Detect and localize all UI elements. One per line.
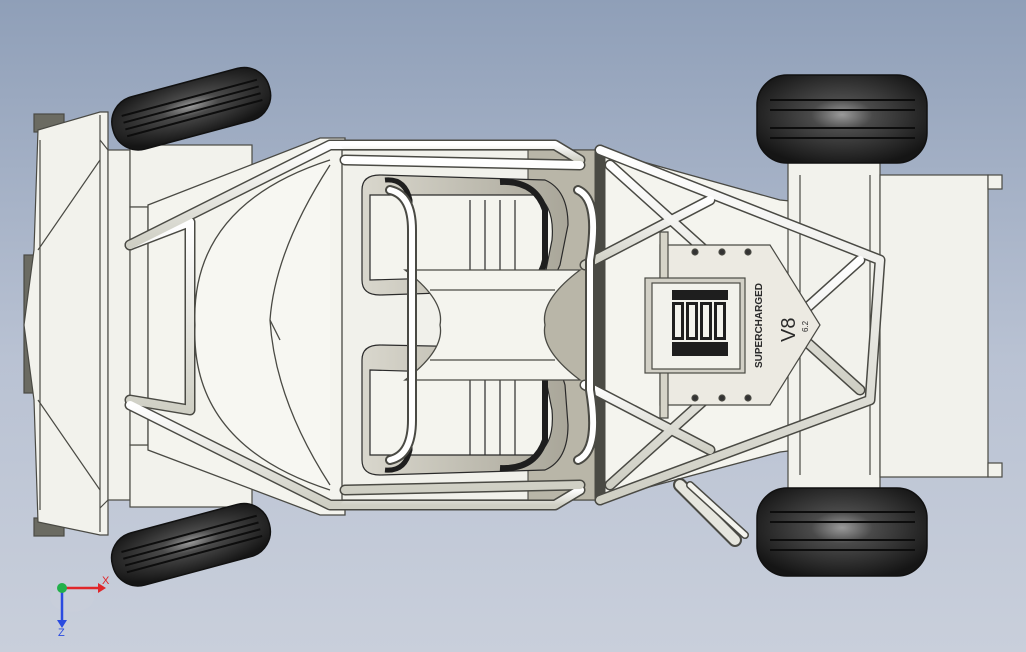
rear-frame	[787, 159, 1003, 491]
coordinate-triad	[50, 583, 106, 628]
supercharged-decal: SUPERCHARGED	[754, 283, 765, 368]
front-left-tire	[111, 66, 272, 151]
engine-block	[644, 231, 821, 419]
exhaust-pipe	[673, 478, 749, 547]
rear-left-tire	[756, 74, 928, 164]
front-nose	[23, 111, 131, 537]
v8-badge: V8	[778, 318, 800, 342]
center-console	[403, 269, 582, 381]
z-axis-label: Z	[58, 627, 65, 639]
displacement-badge: 6.2	[801, 320, 810, 332]
rear-right-tire	[756, 487, 928, 577]
front-right-tire	[110, 502, 272, 587]
x-axis-label: X	[102, 575, 110, 587]
